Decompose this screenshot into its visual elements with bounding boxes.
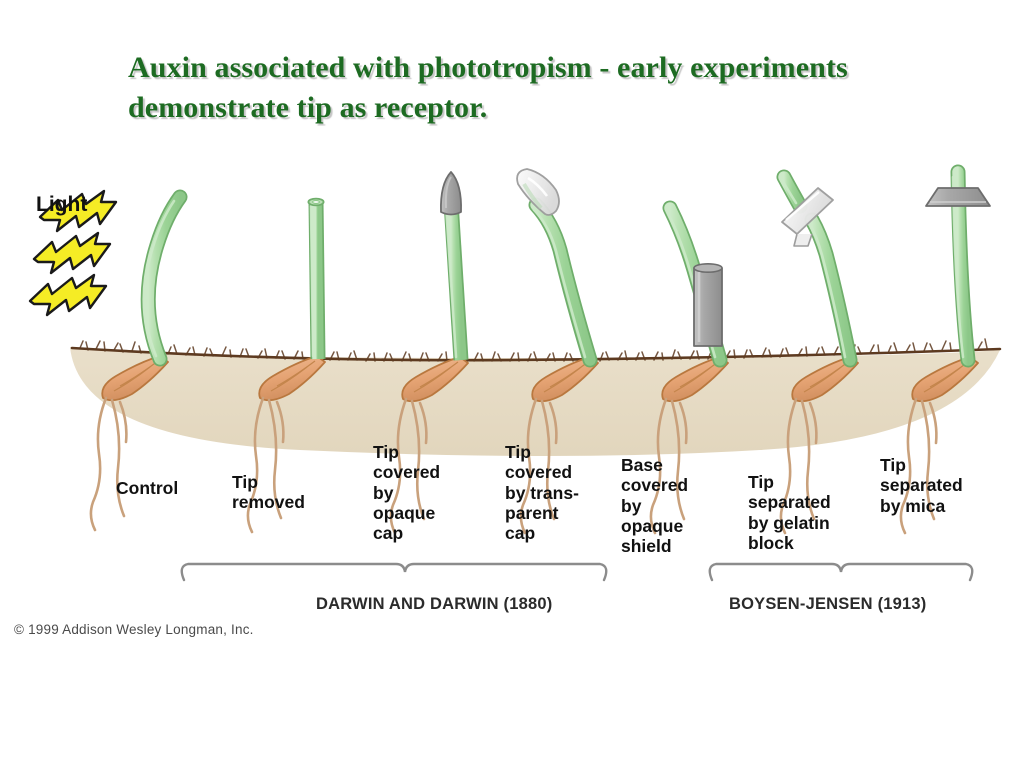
seedling-tip-removed[interactable] <box>246 197 326 534</box>
seed-3 <box>401 356 469 403</box>
roots-4 <box>519 397 558 535</box>
copyright-notice: © 1999 Addison Wesley Longman, Inc. <box>14 622 254 637</box>
transparent-cap-4 <box>516 168 560 216</box>
seedling-label-gelatin-block: Tip separated by gelatin block <box>748 472 831 553</box>
seedling-label-tip-removed: Tip removed <box>232 472 305 513</box>
seedling-mica[interactable] <box>899 164 991 535</box>
roots-5 <box>649 397 688 535</box>
seedling-label-transparent-cap: Tip covered by trans- parent cap <box>505 442 579 544</box>
seedling-transparent-cap[interactable] <box>516 168 599 535</box>
seedling-opaque-cap[interactable] <box>389 171 469 535</box>
bracket-caption-boysen-jensen: BOYSEN-JENSEN (1913) <box>729 595 927 613</box>
seedling-label-control: Control <box>116 478 179 498</box>
bracket-boysen-jensen <box>708 562 974 582</box>
light-arrows-group <box>28 189 118 317</box>
seedling-label-opaque-shield: Base covered by opaque shield <box>621 455 689 557</box>
roots-1 <box>89 396 128 532</box>
stem-1 <box>140 189 188 367</box>
light-arrow-1 <box>38 189 118 233</box>
mica-plate-7 <box>925 187 991 207</box>
stem-2 <box>307 197 326 360</box>
seedling-label-opaque-cap: Tip covered by opaque cap <box>373 442 441 544</box>
seedling-label-mica: Tip separated by mica <box>880 455 963 516</box>
roots-2 <box>246 396 285 534</box>
seed-2 <box>258 355 326 402</box>
stem-6-lower <box>804 212 858 368</box>
stem-6-tip <box>776 169 808 214</box>
seedling-gelatin-block[interactable] <box>776 169 859 535</box>
seedling-control[interactable] <box>89 189 188 532</box>
roots-7 <box>899 397 938 535</box>
light-label: Light <box>36 193 88 216</box>
roots-3 <box>389 397 428 535</box>
bracket-caption-darwin: DARWIN AND DARWIN (1880) <box>316 595 553 613</box>
light-arrow-3 <box>28 273 108 317</box>
gelatin-block-6 <box>781 187 834 247</box>
stem-4 <box>528 197 598 368</box>
stem-3 <box>443 201 469 361</box>
bracket-darwin <box>180 562 608 582</box>
seed-4 <box>531 356 599 403</box>
phototropism-diagram <box>0 150 1024 660</box>
roots-6 <box>779 397 818 535</box>
seed-7 <box>911 356 979 403</box>
page-title: Auxin associated with phototropism - ear… <box>128 51 848 124</box>
opaque-shield-5 <box>693 263 723 347</box>
opaque-cap-3 <box>440 171 462 216</box>
light-arrow-2 <box>32 231 112 275</box>
seedling-opaque-shield[interactable] <box>649 200 729 535</box>
seed-6 <box>791 356 859 403</box>
